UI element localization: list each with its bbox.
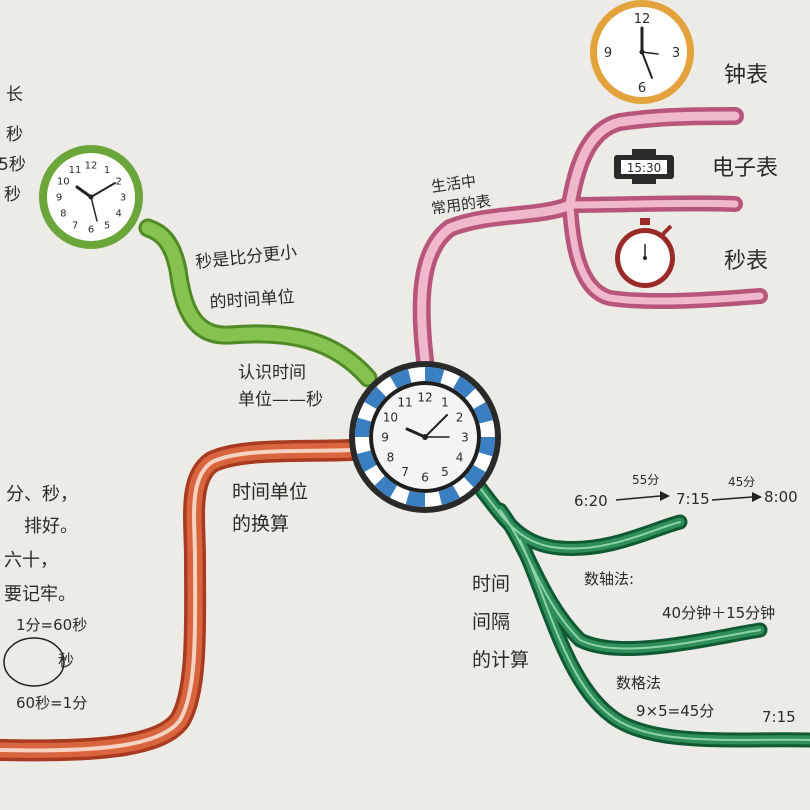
center-clock-numeral-2: 2 — [456, 410, 464, 424]
timeline-arrowhead-2 — [752, 492, 762, 502]
ring-stripe — [463, 465, 486, 488]
digital-watch: 15:30 — [614, 149, 674, 184]
center-clock-numeral-12: 12 — [417, 390, 432, 404]
conversion-edge-text-3: 要记牢。 — [4, 584, 76, 605]
method1-label: 数轴法: — [584, 570, 634, 588]
green-clock-numeral-10: 10 — [57, 177, 70, 188]
center-clock-numeral-7: 7 — [401, 465, 409, 479]
green-clock-numeral-6: 6 — [88, 225, 94, 236]
interval-title-line1: 时间 — [472, 573, 510, 595]
branch-interval-ribbon — [472, 480, 810, 748]
second-edge-text-0: 长 — [6, 85, 23, 105]
timeline-t3: 8:00 — [764, 488, 798, 506]
branch-second-ribbon — [138, 218, 378, 388]
ring-stripe — [453, 376, 476, 399]
timeline-gap1: 55分 — [632, 473, 659, 487]
digital-watch-display: 15:30 — [627, 161, 662, 175]
center-clock-minute-hand — [424, 414, 448, 438]
timeline-arrow-2 — [711, 496, 753, 501]
interval-edge-time: 7:15 — [762, 708, 796, 726]
green-clock-numeral-11: 11 — [69, 165, 82, 176]
green-clock-numeral-8: 8 — [60, 209, 66, 220]
orange-clock-9: 9 — [604, 46, 612, 61]
timeline-gap2: 45分 — [728, 475, 755, 489]
interval-title-line3: 的计算 — [472, 649, 529, 671]
ring-stripe — [355, 417, 372, 437]
center-clock-numeral-8: 8 — [387, 450, 395, 464]
stopwatch — [615, 218, 675, 288]
second-title-line2: 单位——秒 — [238, 390, 323, 410]
ring-stripe — [473, 402, 493, 424]
branch-conversion: 时间单位 的换算 分、秒， 排好。 六十， 要记牢。 1分=60秒 秒 60秒=… — [3, 481, 308, 712]
green-clock-numeral-12: 12 — [85, 161, 98, 172]
ring-stripe — [364, 386, 387, 409]
second-note-line1: 秒是比分更小 — [194, 242, 298, 273]
green-clock-numeral-7: 7 — [72, 220, 78, 231]
green-clock-numeral-5: 5 — [104, 220, 110, 231]
conversion-cycle-circle — [3, 637, 65, 687]
center-clock-numeral-3: 3 — [461, 430, 469, 444]
green-clock-numeral-3: 3 — [120, 193, 126, 204]
clock-item-wall-clock: 钟表 — [724, 63, 768, 88]
center-clock-numeral-5: 5 — [441, 465, 449, 479]
orange-clock-3: 3 — [672, 46, 680, 61]
branch-clocks: 12 3 6 9 钟表 15:30 电子表 秒表 — [430, 0, 778, 288]
conversion-edge-text-0: 分、秒， — [6, 484, 78, 505]
center-clock-ring-stripes — [355, 367, 495, 507]
center-clock-numeral-11: 11 — [397, 396, 412, 410]
conversion-edge-text-1: 排好。 — [24, 516, 78, 537]
timeline-arrow-1 — [615, 495, 661, 501]
conversion-title-line1: 时间单位 — [232, 481, 308, 503]
second-note-line2: 的时间单位 — [209, 287, 295, 313]
second-edge-text-3: 秒 — [4, 185, 21, 205]
ring-stripe — [478, 437, 495, 457]
branch-conversion-ribbon — [0, 439, 363, 762]
conversion-title-line2: 的换算 — [232, 513, 289, 535]
center-clock-numeral-9: 9 — [381, 430, 389, 444]
timeline-t1: 6:20 — [574, 492, 608, 510]
timeline-arrowhead-1 — [660, 491, 670, 501]
ring-stripe — [405, 490, 425, 507]
method1-expr: 40分钟＋15分钟 — [662, 604, 775, 622]
orange-clock-6: 6 — [638, 81, 646, 96]
green-clock-numeral-9: 9 — [56, 193, 62, 204]
green-clock-numeral-1: 1 — [104, 165, 110, 176]
green-clock-numeral-2: 2 — [116, 177, 122, 188]
ring-stripe — [438, 485, 460, 505]
method2-expr: 9×5=45分 — [636, 702, 714, 720]
orange-clock: 12 3 6 9 — [590, 0, 694, 104]
conversion-formula-2: 60秒=1分 — [16, 694, 87, 712]
clock-item-stopwatch: 秒表 — [724, 249, 768, 274]
conversion-edge-text-2: 六十， — [4, 550, 58, 571]
second-edge-text-2: 5秒 — [0, 155, 26, 175]
ring-stripe — [390, 369, 412, 389]
ring-stripe — [374, 475, 397, 498]
center-clock-numeral-4: 4 — [456, 450, 464, 464]
conversion-formula-1: 1分=60秒 — [16, 616, 87, 634]
conversion-circle-label: 秒 — [58, 651, 74, 670]
interval-title-line2: 间隔 — [472, 611, 510, 633]
second-edge-text-1: 秒 — [6, 125, 23, 145]
orange-clock-12: 12 — [634, 12, 651, 27]
center-clock-numeral-10: 10 — [383, 410, 398, 424]
center-clock-numeral-6: 6 — [421, 470, 429, 484]
timeline-t2: 7:15 — [676, 490, 710, 508]
ring-stripe — [357, 450, 377, 472]
branch-clocks-ribbon — [412, 107, 768, 369]
center-clock-hour-hand — [405, 427, 427, 439]
green-clock-numeral-4: 4 — [116, 209, 122, 220]
branch-interval: 时间 间隔 的计算 6:20 55分 7:15 45分 8:00 数轴法: 40… — [472, 473, 798, 726]
clock-item-digital-watch: 电子表 — [712, 156, 778, 181]
clocks-title-line1: 生活中 — [430, 172, 477, 196]
second-title-line1: 认识时间 — [238, 363, 306, 383]
method2-label: 数格法 — [616, 674, 661, 692]
center-clock-numeral-1: 1 — [441, 396, 449, 410]
ring-stripe — [425, 367, 445, 384]
